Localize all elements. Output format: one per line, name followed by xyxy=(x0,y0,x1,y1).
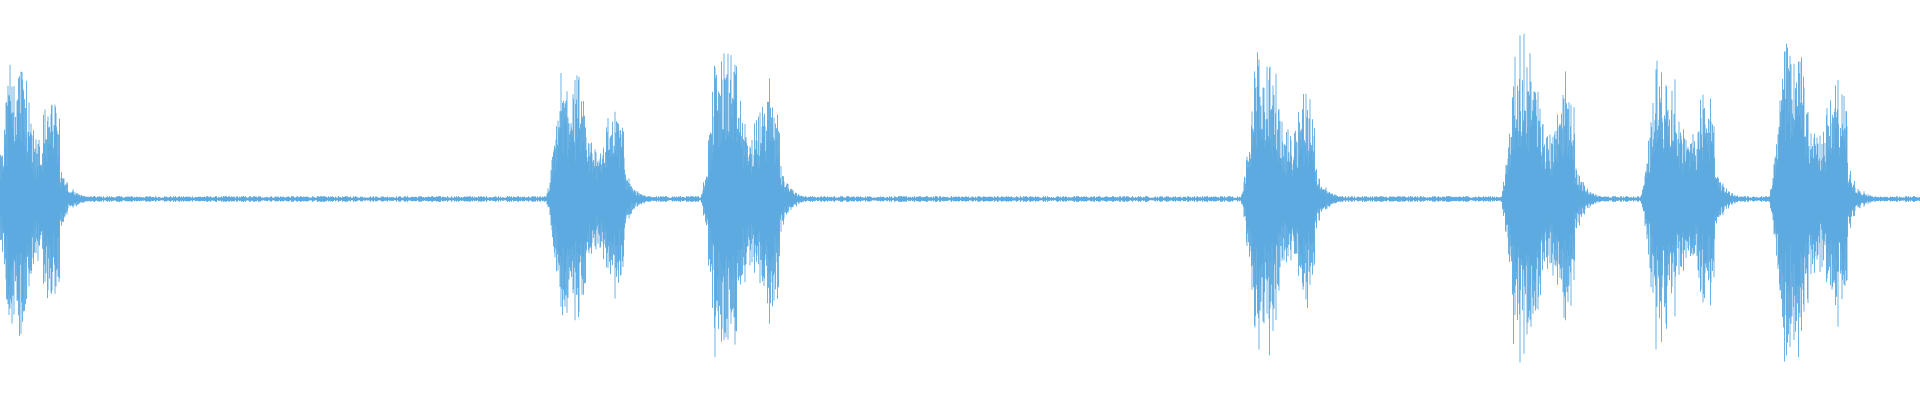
waveform-burst-2 xyxy=(545,73,665,321)
waveform-burst-7 xyxy=(1768,43,1888,362)
waveform-burst-6 xyxy=(1640,60,1755,350)
waveform-burst-3 xyxy=(700,53,820,358)
waveform-bursts xyxy=(0,33,1888,363)
waveform-burst-5 xyxy=(1500,33,1615,363)
waveform-baseline xyxy=(0,196,1920,202)
waveform-burst-4 xyxy=(1240,52,1355,356)
waveform-noise-floor xyxy=(0,196,1920,202)
waveform-burst-1 xyxy=(0,64,100,336)
